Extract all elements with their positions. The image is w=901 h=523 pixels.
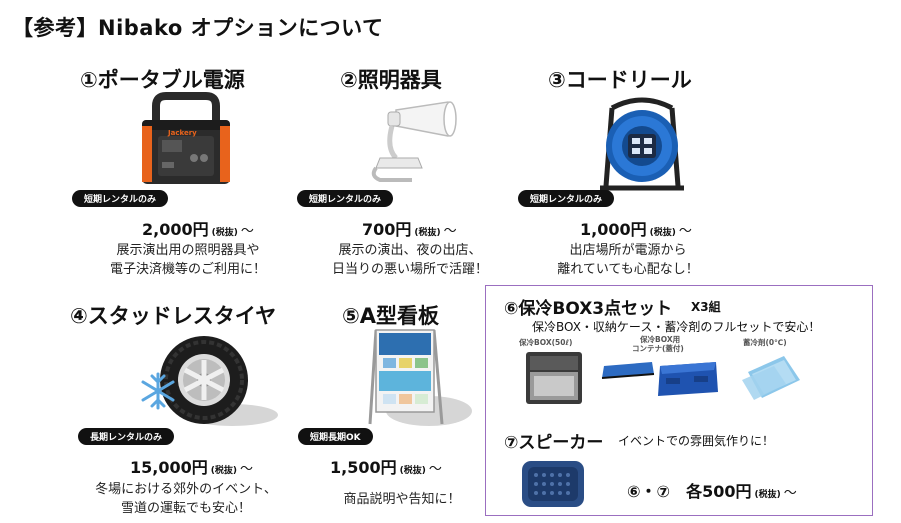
item-price: 2,000円(税抜)～ (142, 216, 254, 240)
container-label-2: コンテナ(蓋付) (632, 344, 684, 353)
price-value: 1,000円 (580, 220, 647, 239)
item-price: 1,000円(税抜)～ (580, 216, 692, 240)
description-line: 日当りの悪い場所で活躍！ (331, 262, 488, 277)
tax-note: (税抜) (754, 490, 781, 500)
description-line: 展示演出用の照明器具や (116, 243, 260, 258)
item-description: 出店場所が電源から 離れていても心配なし！ (528, 241, 728, 279)
description-line: 雪道の運転でも安心！ (120, 501, 251, 516)
options-price-value: ⑥・⑦ 各500円 (627, 482, 752, 501)
cooler-box-image (526, 352, 582, 404)
container-lid-image (601, 362, 655, 379)
price-tilde: ～ (428, 462, 442, 477)
item-price: 15,000円(税抜)～ (130, 454, 253, 478)
item-price: 1,500円(税抜)～ (330, 454, 442, 478)
cooler-box-label: 保冷BOX(50ℓ) (519, 338, 573, 347)
price-tilde: ～ (240, 224, 254, 239)
item-description: 商品説明や告知に！ (312, 490, 492, 509)
price-value: 15,000円 (130, 458, 208, 477)
rental-badge: 短期長期OK (298, 428, 373, 445)
rental-badge: 短期レンタルのみ (518, 190, 615, 207)
price-value: 700円 (362, 220, 412, 239)
cooler-set-title: ⑥保冷BOX3点セット (504, 299, 673, 319)
cord-reel-image (600, 97, 684, 191)
price-value: 1,500円 (330, 458, 397, 477)
tax-note: (税抜) (399, 466, 426, 476)
rental-badge: 短期レンタルのみ (72, 190, 169, 207)
speaker-image (522, 461, 584, 507)
cooler-set-subtitle: 保冷BOX・収納ケース・蓄冷剤のフルセットで安心！ (532, 320, 821, 334)
item-description: 冬場における郊外のイベント、 雪道の運転でも安心！ (76, 480, 296, 518)
description-line: 離れていても心配なし！ (557, 262, 699, 277)
description-line: 展示の演出、夜の出店、 (338, 243, 482, 258)
speaker-subtitle: イベントでの雰囲気作りに！ (618, 434, 775, 448)
ice-pack-label: 蓄冷剤(0℃) (743, 338, 787, 347)
description-line: 出店場所が電源から (569, 243, 687, 258)
item-description: 展示の演出、夜の出店、 日当りの悪い場所で活躍！ (310, 241, 510, 279)
page-title: 【参考】Nibako オプションについて (12, 16, 384, 40)
container-box-image (658, 362, 718, 396)
rental-badge: 短期レンタルのみ (297, 190, 394, 207)
tax-note: (税抜) (414, 228, 441, 238)
item-heading-cord-reel: ③コードリール (548, 68, 692, 92)
price-tilde: ～ (443, 224, 457, 239)
price-tilde: ～ (239, 462, 253, 477)
price-value: 2,000円 (142, 220, 209, 239)
portable-power-image: Jackery (142, 92, 230, 184)
item-price: 700円(税抜)～ (362, 216, 457, 240)
price-tilde: ～ (678, 224, 692, 239)
speaker-title: ⑦スピーカー (504, 433, 604, 453)
description-line: 冬場における郊外のイベント、 (95, 482, 277, 497)
cooler-set-count: X3組 (691, 300, 721, 314)
ice-pack-image (742, 356, 800, 400)
a-frame-sign-image (368, 329, 444, 425)
item-heading-lighting: ②照明器具 (340, 68, 442, 92)
description-line: 商品説明や告知に！ (343, 492, 461, 507)
rental-badge: 長期レンタルのみ (78, 428, 175, 445)
tax-note: (税抜) (649, 228, 676, 238)
options-panel (485, 285, 873, 516)
tax-note: (税抜) (210, 466, 237, 476)
item-heading-studless-tire: ④スタッドレスタイヤ (70, 304, 277, 328)
options-price: ⑥・⑦ 各500円(税抜)～ (627, 478, 797, 502)
clip-light-image (371, 101, 457, 182)
jackery-logo: Jackery (167, 129, 197, 137)
tax-note: (税抜) (211, 228, 238, 238)
description-line: 電子決済機等のご利用に！ (109, 262, 266, 277)
item-heading-a-frame-sign: ⑤A型看板 (342, 304, 440, 328)
price-tilde: ～ (783, 486, 797, 501)
container-label-1: 保冷BOX用 (640, 335, 681, 344)
item-description: 展示演出用の照明器具や 電子決済機等のご利用に！ (88, 241, 288, 279)
tire-image (141, 336, 248, 424)
item-heading-portable-power: ①ポータブル電源 (80, 68, 245, 92)
